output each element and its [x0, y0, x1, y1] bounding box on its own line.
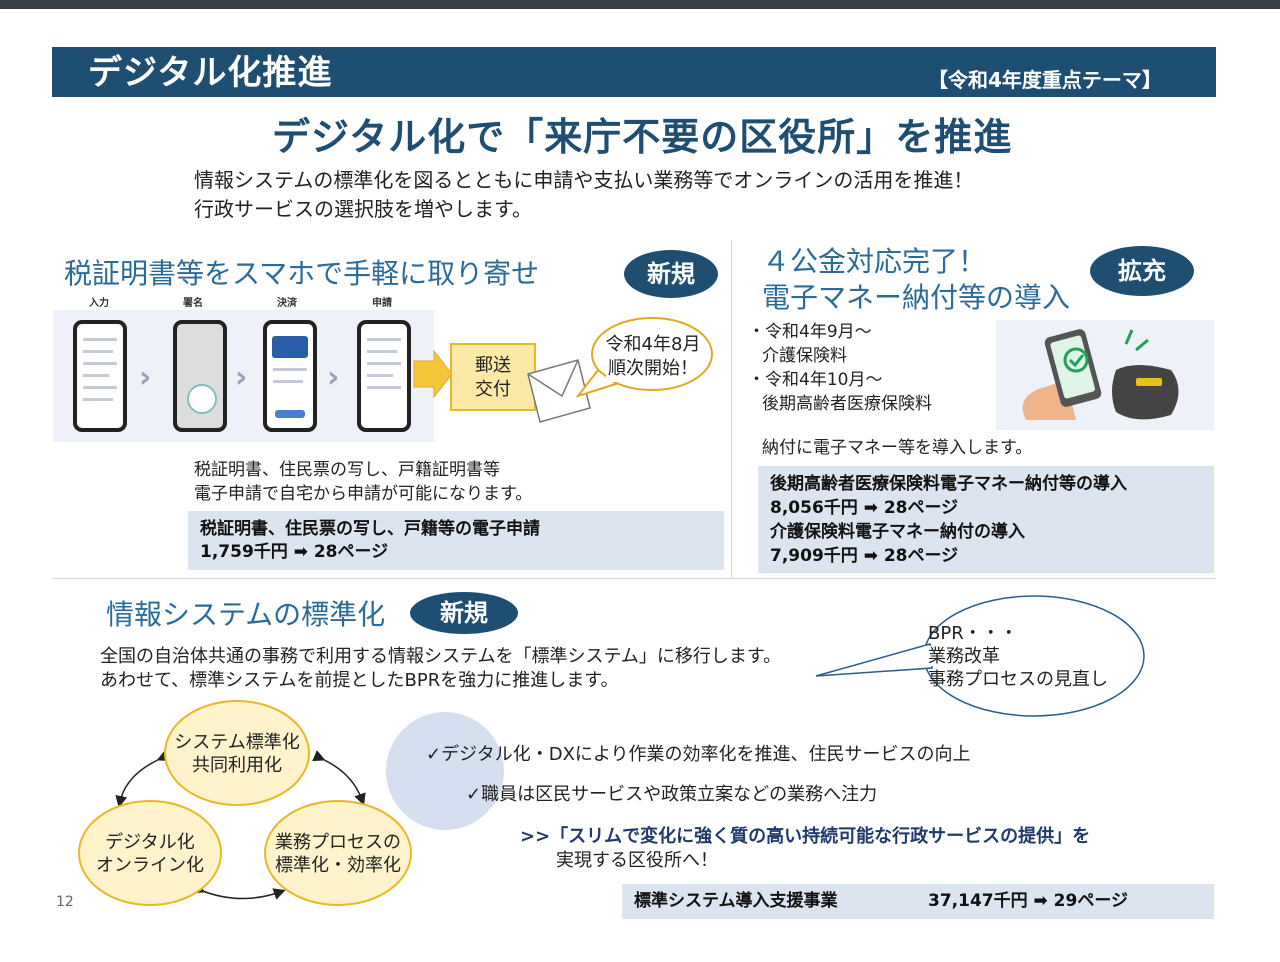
cycle-circle-process: 業務プロセスの 標準化・効率化: [264, 800, 412, 906]
speech-bubble-shape: [576, 317, 713, 398]
tax-desc-line-2: 電子申請で自宅から申請が可能になります。: [194, 484, 533, 504]
smartphone-payment-icon: [1022, 329, 1179, 420]
std-new-badge: 新規: [410, 592, 518, 634]
phone-steps-illustration: › › ›: [53, 310, 434, 442]
emoney-item-1: 介護保険料: [762, 346, 847, 366]
bubble-line-2: 順次開始！: [608, 358, 698, 379]
emoney-desc: 納付に電子マネー等を導入します。: [762, 438, 1033, 458]
chevron-right-icon: ›: [139, 360, 152, 395]
std-desc-line-1: 全国の自治体共通の事務で利用する情報システムを「標準システム」に移行します。: [100, 646, 782, 667]
tax-desc-line-1: 税証明書、住民票の写し、戸籍証明書等: [194, 460, 500, 480]
envelope-icon: [527, 359, 591, 423]
emoney-title-line-1: ４公金対応完了！: [762, 245, 987, 278]
cycle-circle-standardization: システム標準化 共同利用化: [164, 700, 310, 806]
tax-section-title: 税証明書等をスマホで手軽に取り寄せ: [64, 257, 540, 290]
bpr-speech-bubble-shape: [815, 595, 1145, 717]
tax-budget-box: 税証明書、住民票の写し、戸籍等の電子申請 1,759千円 ➡ 28ページ: [188, 511, 724, 570]
phone-pay-screen: [263, 320, 317, 432]
circle-right-line-1: 業務プロセスの: [275, 832, 401, 853]
chevron-right-icon: ›: [327, 360, 340, 395]
chevron-right-icon: ›: [235, 360, 248, 395]
step-label-input: 入力: [89, 298, 109, 309]
bpr-bubble-text: BPR・・・ 業務改革 事務プロセスの見直し: [928, 622, 1108, 691]
emoney-budget-line-1: 後期高齢者医療保険料電子マネー納付等の導入: [770, 474, 1127, 494]
header-tag: 【令和4年度重点テーマ】: [928, 68, 1162, 92]
emoney-title-line-2: 電子マネー納付等の導入: [762, 281, 1071, 314]
emoney-date-1: ・令和4年9月～: [748, 322, 872, 342]
std-desc-line-2: あわせて、標準システムを前提としたBPRを強力に推進します。: [100, 670, 619, 691]
circle-top-line-2: 共同利用化: [192, 755, 282, 776]
step-label-apply: 申請: [372, 298, 392, 309]
mail-box-line-2: 交付: [475, 379, 511, 400]
circle-left-line-1: デジタル化: [105, 832, 195, 853]
start-date-bubble: 令和4年8月 順次開始！: [600, 333, 706, 381]
goal-line-1: >>「スリムで変化に強く質の高い持続可能な行政サービスの提供」を: [520, 826, 1091, 847]
vertical-divider: [731, 240, 732, 578]
horizontal-divider: [52, 578, 1216, 579]
tax-new-badge: 新規: [624, 250, 718, 298]
emoney-expand-badge: 拡充: [1090, 246, 1194, 296]
phone-apply-screen: [357, 320, 411, 432]
intro-line-1: 情報システムの標準化を図るとともに申請や支払い業務等でオンラインの活用を推進！: [194, 168, 974, 192]
bubble-line-1: 令和4年8月: [605, 334, 701, 355]
mail-delivery-box: 郵送 交付: [450, 343, 536, 411]
circle-right-line-2: 標準化・効率化: [275, 855, 401, 876]
emoney-item-2: 後期高齢者医療保険料: [762, 394, 932, 414]
phone-input-screen: [73, 320, 127, 432]
decorative-circle: [386, 712, 504, 830]
std-budget-box: 標準システム導入支援事業 37,147千円 ➡ 29ページ: [622, 884, 1214, 919]
phone-sign-screen: [173, 320, 227, 432]
page-number: 12: [56, 894, 74, 910]
step-label-pay: 決済: [277, 298, 297, 309]
emoney-date-2: ・令和4年10月～: [748, 370, 883, 390]
top-bar: [0, 0, 1280, 9]
intro-line-2: 行政サービスの選択肢を増やします。: [194, 197, 532, 221]
step-label-sign: 署名: [183, 298, 203, 309]
arrow-right-icon: [413, 349, 453, 399]
emoney-budget-line-4: 7,909千円 ➡ 28ページ: [770, 546, 959, 566]
emoney-budget-line-3: 介護保険料電子マネー納付の導入: [770, 522, 1025, 542]
tax-budget-line-1: 税証明書、住民票の写し、戸籍等の電子申請: [200, 519, 540, 539]
header-title: デジタル化推進: [88, 53, 333, 93]
std-section-title: 情報システムの標準化: [106, 598, 386, 631]
check-item-1: ✓デジタル化・DXにより作業の効率化を推進、住民サービスの向上: [426, 744, 971, 765]
cycle-circle-digitalization: デジタル化 オンライン化: [78, 800, 222, 906]
emoney-payment-illustration: [996, 320, 1214, 430]
emoney-budget-box: 後期高齢者医療保険料電子マネー納付等の導入 8,056千円 ➡ 28ページ 介護…: [758, 466, 1214, 573]
std-budget-name: 標準システム導入支援事業: [634, 891, 838, 911]
main-title: デジタル化で「来庁不要の区役所」を推進: [272, 115, 1013, 159]
bpr-line-3: 事務プロセスの見直し: [928, 669, 1108, 690]
cycle-arrows: [115, 750, 366, 900]
check-item-2: ✓職員は区民サービスや政策立案などの業務へ注力: [466, 784, 878, 805]
header-banner: [52, 47, 1216, 97]
mail-box-line-1: 郵送: [475, 355, 511, 376]
goal-line-2: 実現する区役所へ！: [556, 850, 718, 871]
std-budget-value: 37,147千円 ➡ 29ページ: [928, 891, 1128, 911]
bpr-line-2: 業務改革: [928, 646, 1000, 667]
circle-left-line-2: オンライン化: [96, 855, 204, 876]
circle-top-line-1: システム標準化: [174, 732, 300, 753]
tax-budget-line-2: 1,759千円 ➡ 28ページ: [200, 542, 389, 562]
emoney-budget-line-2: 8,056千円 ➡ 28ページ: [770, 498, 959, 518]
bpr-line-1: BPR・・・: [928, 623, 1018, 644]
